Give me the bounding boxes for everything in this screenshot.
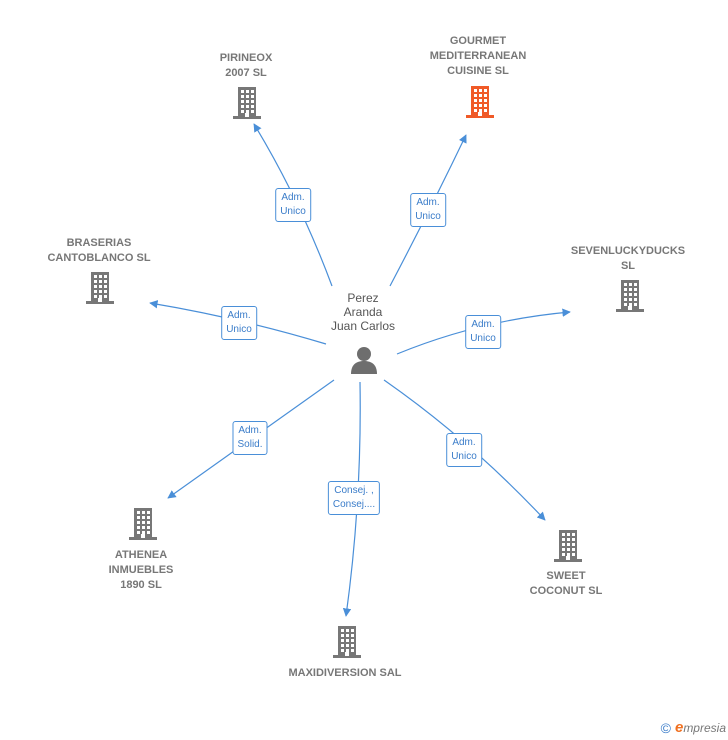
footer-brand: © empresia — [661, 719, 726, 736]
relation-label-sweet-coconut[interactable]: Adm. Unico — [446, 433, 482, 467]
company-sweet-coconut[interactable]: SWEET COCONUT SL — [529, 570, 603, 597]
company-gourmet-mediterranean-cuisine[interactable]: GOURMET MEDITERRANEAN CUISINE SL — [429, 35, 527, 77]
relation-label-braserias[interactable]: Adm. Unico — [221, 306, 257, 340]
building-icon[interactable] — [552, 529, 584, 568]
relation-label-maxidiversion[interactable]: Consej. , Consej.... — [327, 481, 381, 515]
building-icon[interactable] — [84, 271, 116, 310]
building-icon[interactable] — [127, 507, 159, 546]
relation-label-gourmet[interactable]: Adm. Unico — [410, 193, 446, 227]
empresia-logo[interactable]: empresia — [674, 719, 726, 736]
copyright-icon: © — [660, 719, 671, 736]
company-sevenluckyducks[interactable]: SEVENLUCKYDUCKS SL — [570, 245, 686, 272]
company-maxidiversion[interactable]: MAXIDIVERSION SAL — [288, 667, 402, 679]
company-athenea-inmuebles[interactable]: ATHENEA INMUEBLES 1890 SL — [108, 549, 174, 591]
building-icon[interactable] — [464, 85, 496, 124]
company-braserias-cantoblanco[interactable]: BRASERIAS CANTOBLANCO SL — [47, 237, 151, 264]
building-icon[interactable] — [614, 279, 646, 318]
relation-label-sevenluckyducks[interactable]: Adm. Unico — [465, 315, 501, 349]
relation-label-pirineox[interactable]: Adm. Unico — [275, 188, 311, 222]
relation-label-athenea[interactable]: Adm. Solid. — [232, 421, 268, 455]
company-pirineox[interactable]: PIRINEOX 2007 SL — [219, 52, 273, 79]
building-icon[interactable] — [231, 86, 263, 125]
person-icon[interactable] — [349, 345, 379, 380]
building-icon[interactable] — [331, 625, 363, 664]
person-name: Perez Aranda Juan Carlos — [330, 291, 396, 333]
